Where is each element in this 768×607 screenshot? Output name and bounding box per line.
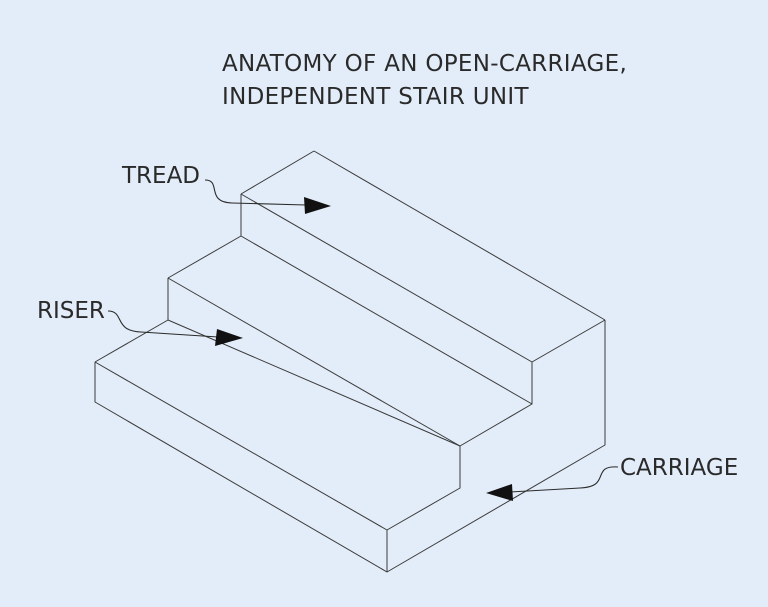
riser-label: RISER [37, 298, 105, 324]
carriage-arrowhead [486, 484, 513, 501]
diagram-title-line-1: ANATOMY OF AN OPEN-CARRIAGE, [222, 51, 628, 77]
riser-arrowhead [215, 329, 243, 346]
step-3-tread-side-edge [240, 150, 315, 195]
step-3-riser-top-edge [240, 193, 533, 363]
step-1-tread-front-edge [94, 361, 388, 531]
step-2-tread-back-edge [240, 235, 533, 405]
step-2-riser-top-edge [167, 277, 461, 447]
tread-leader [204, 179, 331, 214]
diagram-title-line-2: INDEPENDENT STAIR UNIT [222, 84, 529, 110]
stair-unit [94, 150, 606, 573]
step-1-tread-back-edge [167, 319, 461, 447]
tread-arrowhead [304, 197, 331, 214]
stair-back-edge [386, 320, 606, 573]
step-3-tread-back-edge [313, 150, 606, 321]
carriage-leader [486, 466, 619, 501]
stair-side-profile [94, 319, 606, 573]
step-2-tread-side-edge [167, 235, 242, 279]
tread-label: TREAD [122, 163, 201, 189]
step-1-tread-side-edge [94, 319, 169, 363]
carriage-label: CARRIAGE [620, 455, 739, 481]
riser-leader [107, 310, 243, 346]
diagram-title: ANATOMY OF AN OPEN-CARRIAGE, INDEPENDENT… [222, 48, 627, 114]
